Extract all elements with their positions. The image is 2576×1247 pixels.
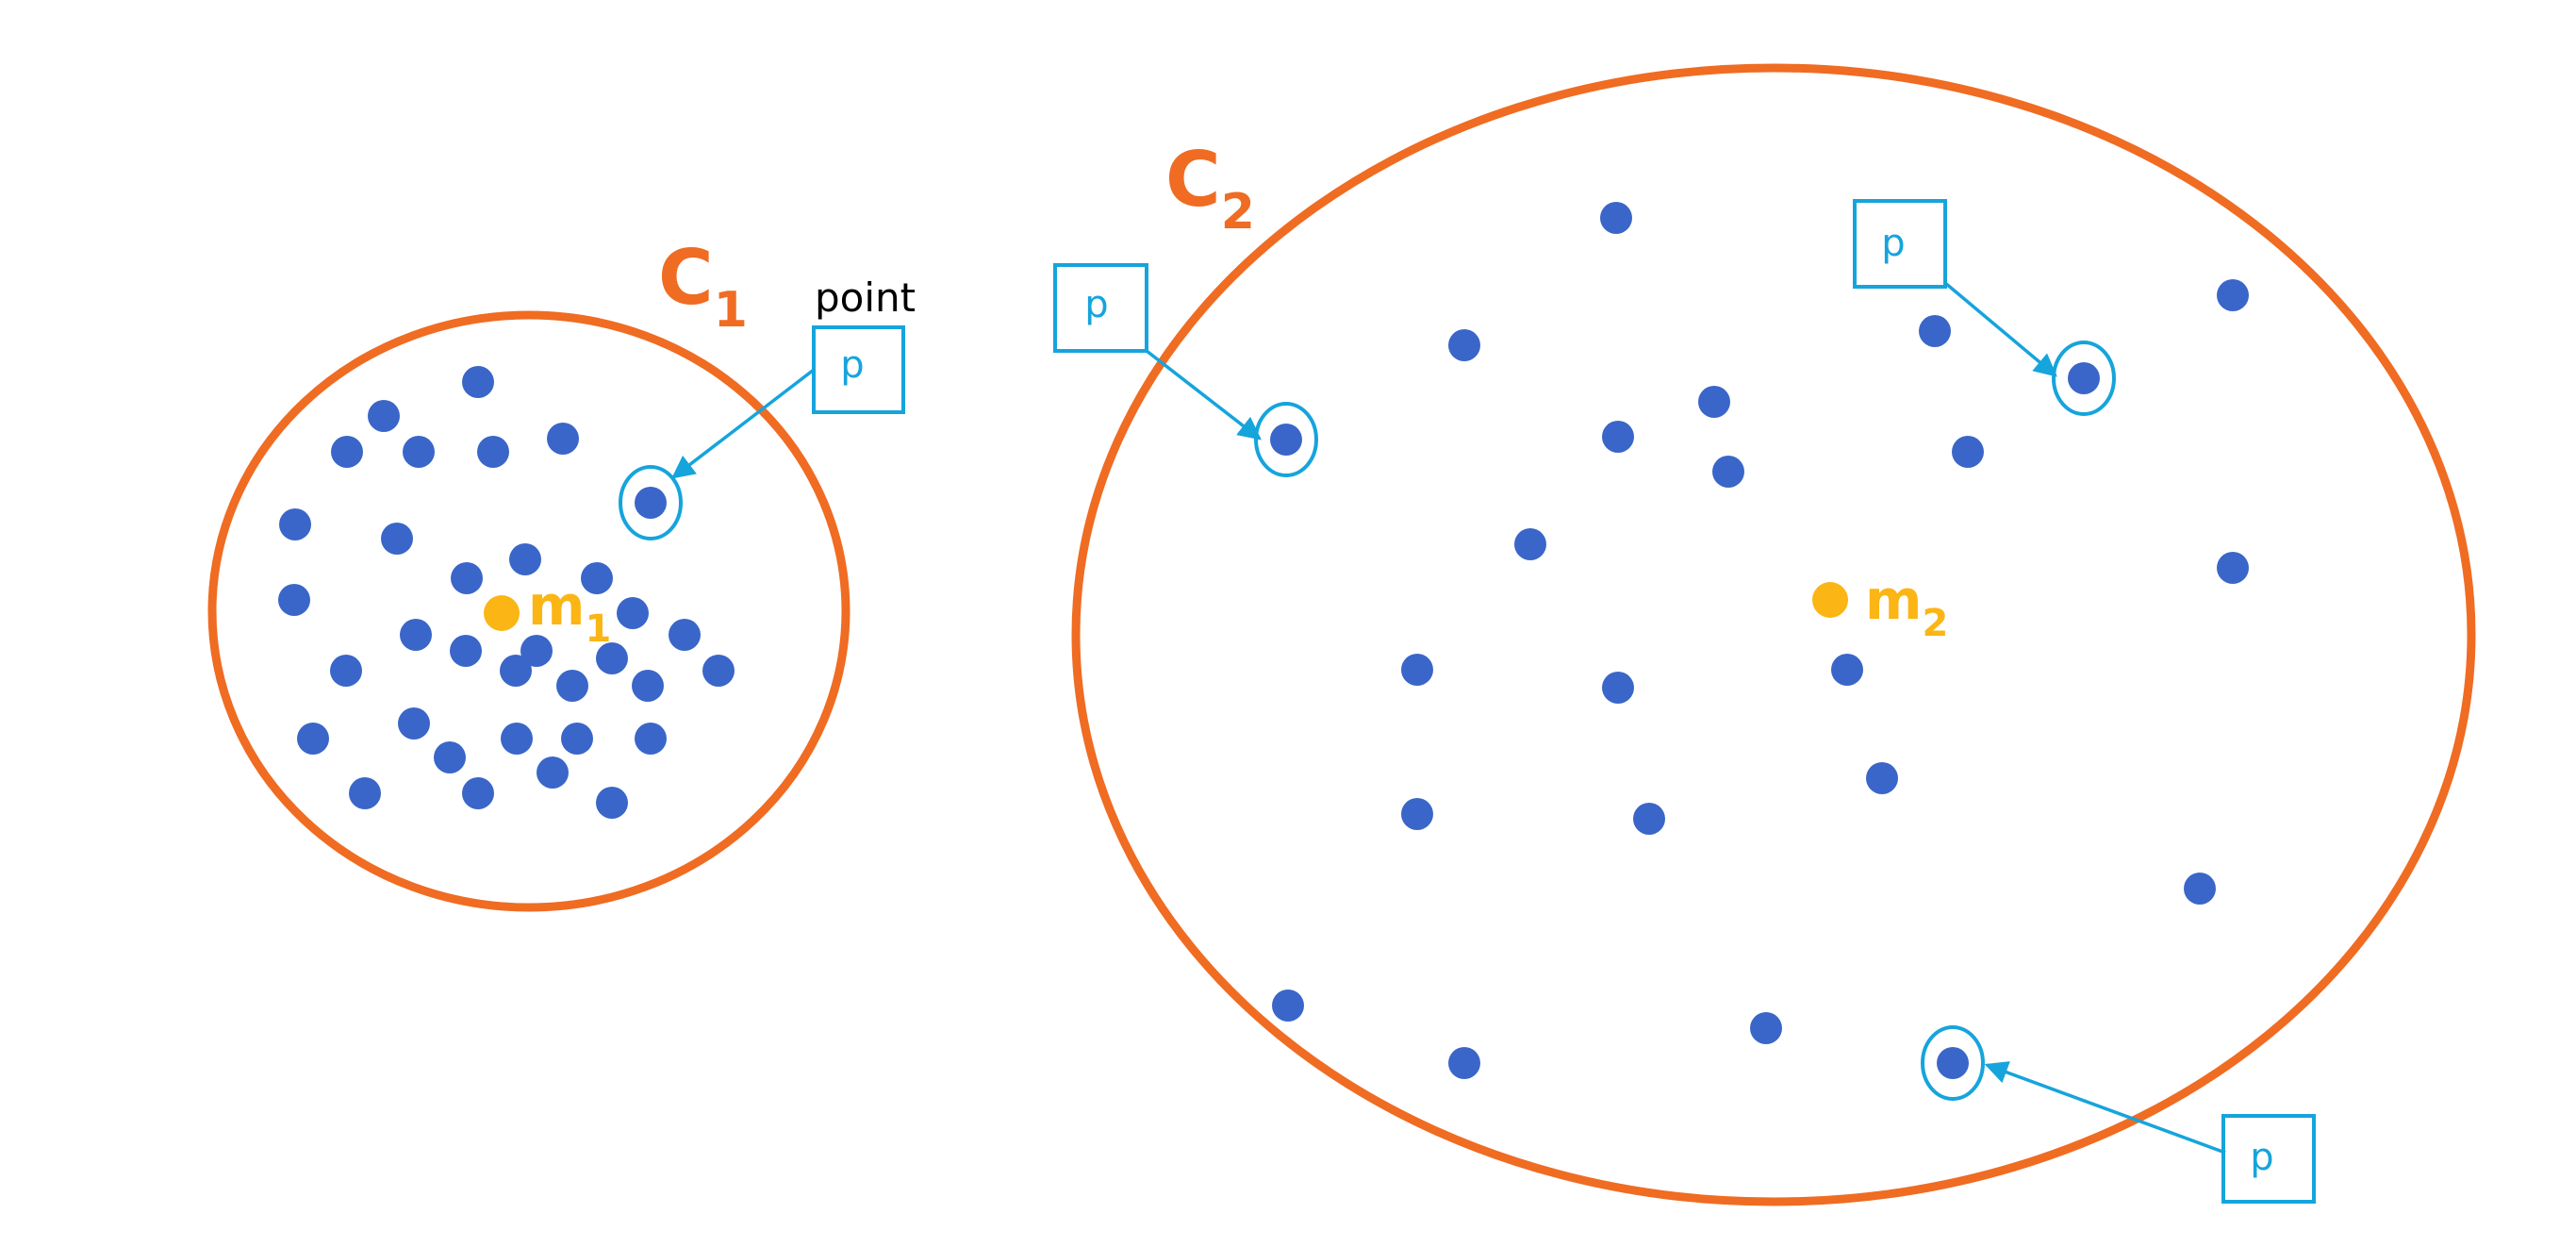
data-point-c2-5 [1698,386,1730,418]
data-point-c1-32 [462,777,494,809]
data-point-c1-6 [547,423,579,455]
data-point-c1-19 [330,655,362,687]
callout-label: p [1084,283,1108,326]
data-point-c2-14 [1866,762,1898,794]
data-point-c1-7 [279,508,311,540]
data-point-c2-15 [1401,798,1433,830]
callout-arrow [671,368,816,479]
data-point-c2-10 [2217,552,2249,584]
data-point-c1-28 [635,723,667,755]
data-point-c1-18 [596,642,628,674]
data-point-c1-22 [632,670,664,702]
cluster-c1-points [278,366,735,819]
centroid-m1-label: m1 [528,574,611,651]
data-point-c2-17 [2184,873,2216,905]
highlight-ring [2052,341,2116,416]
data-point-c1-4 [403,436,435,468]
data-point-c1-14 [400,619,432,651]
callout-4: p [1921,1025,2316,1204]
highlighted-point [1937,1047,1969,1079]
data-point-c1-17 [520,635,553,667]
data-point-c1-26 [501,723,533,755]
data-point-c2-7 [1712,456,1744,488]
cluster-c2-boundary [1071,63,2476,1206]
cluster-c2-label: C2 [1165,136,1255,241]
data-point-c1-15 [669,619,701,651]
data-point-c1-9 [509,543,541,575]
data-point-c2-8 [1952,436,1984,468]
data-point-c1-25 [398,707,430,740]
data-point-c2-2 [2217,279,2249,311]
data-point-c1-10 [451,562,483,594]
data-point-c1-24 [297,723,329,755]
highlighted-point [1270,424,1302,456]
data-point-c1-29 [434,741,466,773]
callout-3: p [1853,199,2116,416]
data-point-c1-5 [477,436,509,468]
data-point-c2-11 [1401,654,1433,686]
highlighted-point [2068,362,2100,394]
data-point-c1-12 [278,584,310,616]
data-point-c2-18 [1272,989,1304,1022]
data-point-c2-12 [1602,672,1634,704]
callout-arrow [1943,281,2057,377]
point-caption: point [815,274,916,321]
callout-arrow [1984,1061,2226,1155]
callout-label: p [2250,1136,2273,1179]
data-point-c1-8 [381,523,413,555]
centroid-m2-dot [1812,582,1848,618]
data-point-c2-19 [1448,1047,1480,1079]
callout-arrow [1145,349,1262,441]
callout-1: p [619,325,905,540]
data-point-c1-30 [537,757,569,789]
data-point-c1-20 [500,655,532,687]
data-point-c1-23 [702,655,735,687]
cluster-c1-boundary [207,310,850,912]
data-point-c1-16 [450,635,482,667]
data-point-c1-11 [581,562,613,594]
highlighted-point [635,487,667,519]
data-point-c2-4 [1919,315,1951,347]
highlight-ring [619,465,683,540]
data-point-c2-16 [1633,803,1665,835]
callout-box [2221,1114,2316,1204]
data-point-c2-13 [1831,654,1863,686]
callout-box [1053,263,1148,353]
callout-label: p [840,343,864,387]
data-point-c1-31 [349,777,381,809]
highlight-ring [1921,1025,1985,1101]
data-point-c2-1 [1600,202,1632,234]
data-point-c1-21 [556,670,588,702]
centroid-m1-dot [484,595,520,631]
data-point-c2-6 [1602,421,1634,453]
callout-2: p [1053,263,1318,477]
data-point-c1-1 [462,366,494,398]
data-point-c1-27 [561,723,593,755]
data-point-c1-3 [331,436,363,468]
data-point-c1-13 [617,597,649,629]
data-point-c1-2 [368,400,400,432]
cluster-c2-points [1272,202,2249,1079]
centroid-m2-label: m2 [1865,568,1948,645]
callout-label: p [1881,222,1905,265]
callout-box [1853,199,1947,289]
data-point-c2-20 [1750,1012,1782,1044]
data-point-c2-3 [1448,329,1480,361]
data-point-c1-33 [596,787,628,819]
data-point-c2-9 [1514,528,1546,560]
cluster-c1-label: C1 [658,234,748,339]
